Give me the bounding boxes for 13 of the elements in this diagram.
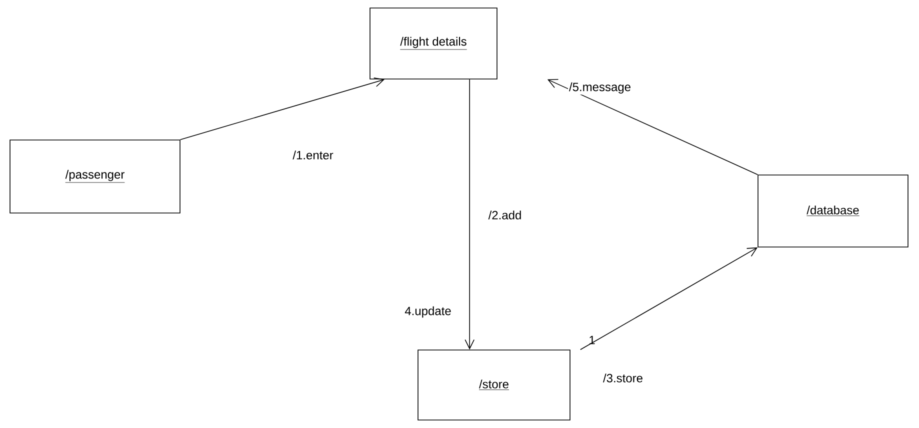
arrow bbox=[547, 78, 758, 175]
arrow bbox=[464, 79, 474, 350]
object-box: /store bbox=[418, 350, 570, 420]
object-box: /database bbox=[758, 174, 908, 248]
object-box: /passenger bbox=[10, 140, 180, 214]
object-box: /flight details bbox=[370, 8, 498, 80]
arrow bbox=[580, 247, 758, 350]
edge-label: /2.add bbox=[487, 210, 523, 220]
edge-label: /1.enter bbox=[292, 150, 334, 160]
edge-label: /5.message bbox=[568, 81, 632, 95]
arrow bbox=[180, 77, 385, 140]
message-label: 4.update bbox=[404, 306, 451, 318]
edge-label: /3.store bbox=[602, 372, 644, 384]
